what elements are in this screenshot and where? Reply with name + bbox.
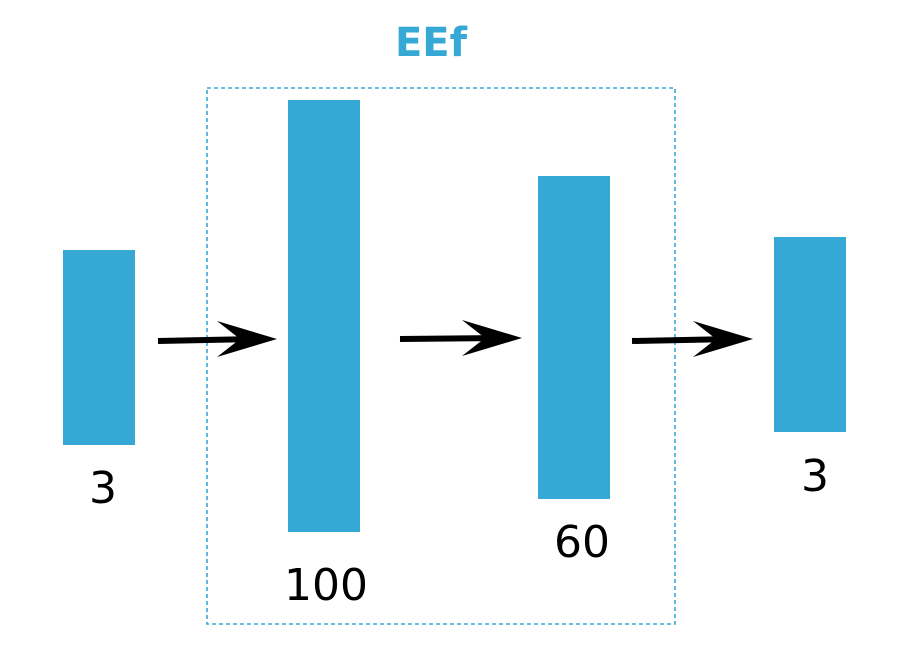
group-title: EEf — [395, 20, 468, 66]
input-layer-label: 3 — [89, 463, 117, 514]
arrow-3 — [631, 321, 753, 357]
arrow-2 — [399, 320, 522, 356]
output-layer-block — [774, 237, 846, 432]
arrow-1-head-icon — [217, 321, 277, 357]
hidden-layer-2-block — [538, 176, 610, 499]
eef-group-box — [206, 87, 676, 625]
arrow-1 — [157, 321, 277, 357]
output-layer-label: 3 — [801, 451, 829, 502]
arrow-3-head-icon — [693, 321, 753, 357]
arrow-2-head-icon — [462, 320, 522, 356]
hidden-layer-1-label: 100 — [284, 560, 368, 611]
hidden-layer-1-block — [288, 100, 360, 532]
hidden-layer-2-label: 60 — [554, 517, 610, 568]
input-layer-block — [63, 250, 135, 445]
